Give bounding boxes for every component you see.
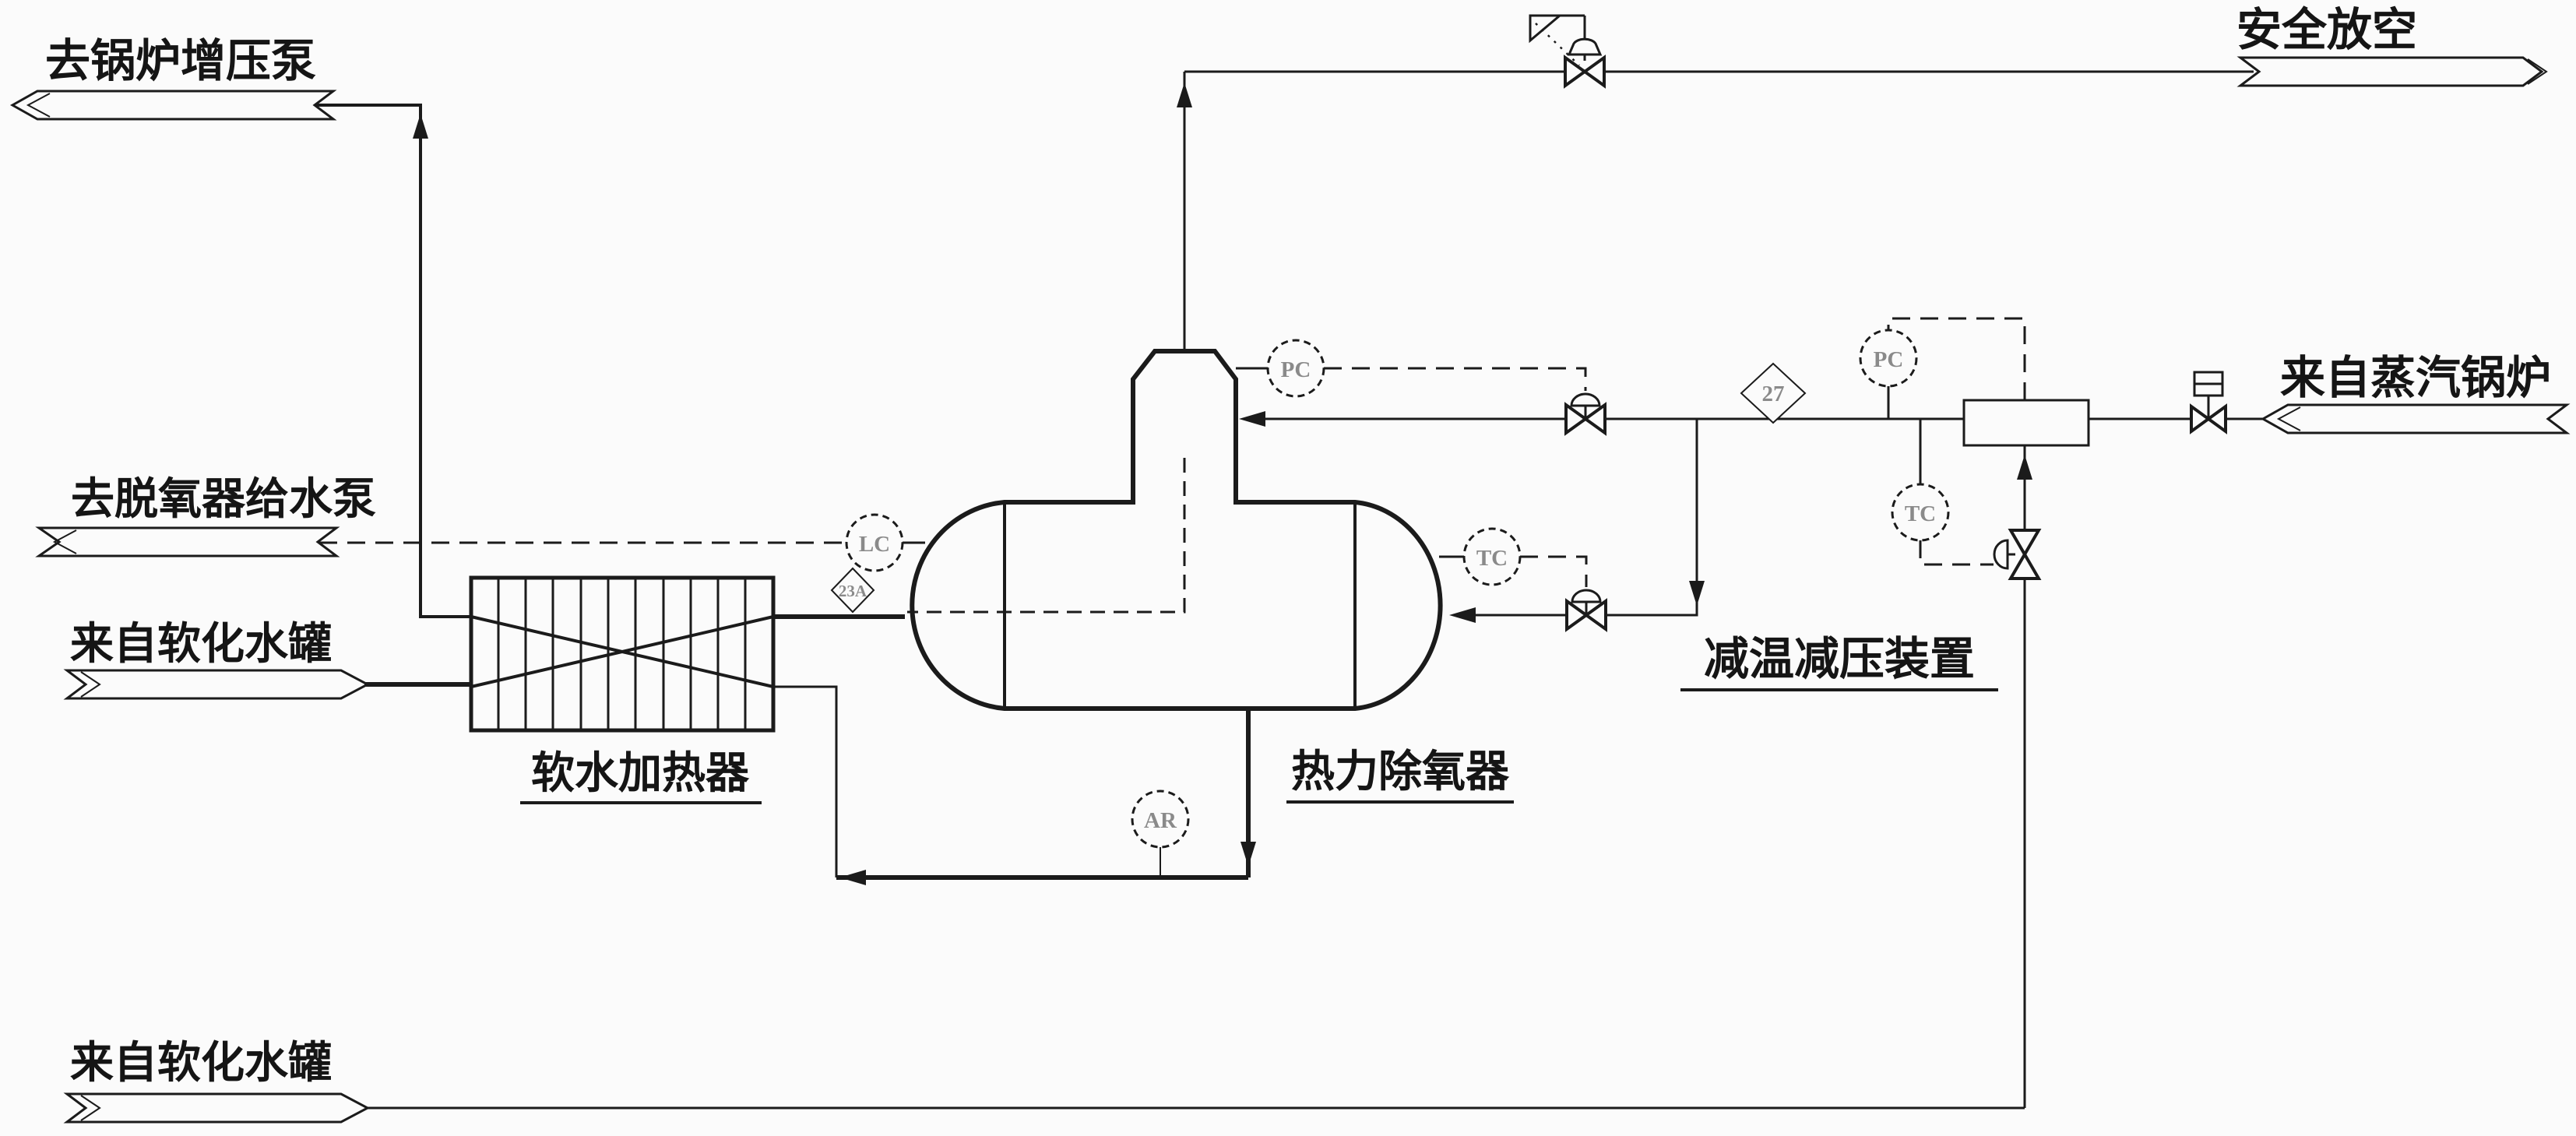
valve-bonnet-icon <box>1567 37 1603 56</box>
instrument-tag: TC <box>1905 501 1936 526</box>
connector-to-boiler-booster-pump: 去锅炉增压泵 <box>9 36 337 121</box>
instrument-bubble <box>1891 483 1950 542</box>
valve-body-left <box>1565 598 1589 632</box>
connector-safety-vent: 安全放空 <box>2236 5 2548 87</box>
arrow-inner-chevron <box>2527 58 2548 85</box>
offpage-arrow-left <box>35 526 340 557</box>
line-tag-text: 23A <box>839 582 867 600</box>
connector-label: 去脱氧器给水泵 <box>71 476 376 524</box>
signal-loop-dashed <box>1887 317 2026 400</box>
connector-label: 来自软化水罐 <box>70 621 332 669</box>
connector-label: 去锅炉增压泵 <box>45 36 316 86</box>
valve-actuator-icon <box>1571 589 1602 603</box>
valve-body-left <box>2190 403 2212 434</box>
spray-control-valve <box>1993 529 2042 580</box>
connector-from-steam-boiler: 来自蒸汽锅炉 <box>2260 353 2571 434</box>
signal-line-dashed <box>1919 540 1994 566</box>
valve-body-left <box>1564 402 1589 436</box>
pipe-to-booster-pump <box>315 104 473 618</box>
flow-arrow-left-icon <box>1239 411 1265 427</box>
diamond-tag-icon <box>1740 362 1807 424</box>
equipment-label: 软水加热器 <box>531 750 750 798</box>
instrument-tag: AR <box>1144 808 1177 833</box>
instrument-tag: TC <box>1476 546 1508 571</box>
instrument-bubble <box>1131 790 1190 849</box>
soft-water-heater: 软水加热器 <box>469 575 776 804</box>
valve-body-right <box>1583 598 1607 632</box>
pipe-vent <box>1177 70 2254 351</box>
connector-label: 来自蒸汽锅炉 <box>2280 353 2551 403</box>
pressure-control-valve <box>1564 392 1606 436</box>
pipe-branch-down <box>1606 419 1698 617</box>
flow-arrow-up-icon <box>413 114 428 139</box>
pipe <box>315 104 473 618</box>
valve-body-bottom <box>2008 551 2042 580</box>
valve-body-right <box>2205 403 2227 434</box>
relief-flag-icon <box>1529 14 1564 44</box>
prds-box <box>1962 399 2090 447</box>
pilot-signal <box>1535 23 1580 66</box>
flow-arrow-down-icon <box>1689 581 1705 606</box>
exchanger-cross-diagonal-2 <box>470 615 774 688</box>
valve-body-left <box>1564 55 1588 89</box>
arrow-inner-chevron <box>80 1095 101 1121</box>
thermal-deaerator: 热力除氧器 <box>907 349 1514 804</box>
diamond-tag-water-line: 23A <box>830 567 875 614</box>
temperature-control-valve <box>1565 589 1607 632</box>
instrument-level-controller: LC <box>845 513 925 572</box>
arrow-inner-chevron <box>52 529 77 554</box>
pipe-spray-water <box>368 445 2032 1110</box>
valve-actuator-icon <box>1993 539 2009 570</box>
relief-valve <box>1529 14 1606 89</box>
instrument-analyzer: AR <box>1131 790 1190 877</box>
valve-body-right <box>1582 55 1606 89</box>
pipe-steam-to-neck <box>1239 411 1566 427</box>
connector-label: 来自软化水罐 <box>70 1039 332 1088</box>
flow-arrow-left-icon <box>839 870 866 885</box>
arrow-inner-chevron <box>80 671 101 698</box>
instrument-steam-pressure-controller: PC <box>1859 329 1918 419</box>
instrument-tag: LC <box>859 532 890 557</box>
instrument-tag: PC <box>1874 347 1904 372</box>
diamond-tag-icon <box>830 567 875 614</box>
arrow-inner-chevron <box>26 93 51 118</box>
pipe-steam-branch <box>1449 419 1705 623</box>
flow-arrow-up-icon <box>2017 455 2032 480</box>
instrument-steam-temp-controller: TC <box>1891 419 1994 566</box>
instrument-deaerator-temp-controller: TC <box>1439 527 1588 587</box>
line-tag-text: 27 <box>1762 382 1785 406</box>
vessel-shell <box>910 349 1443 711</box>
offpage-arrow-right <box>63 669 371 700</box>
flow-arrow-left-icon <box>1449 607 1476 623</box>
connector-to-deaerator-feed-pump: 去脱氧器给水泵 <box>35 476 846 557</box>
vessel-internal-pipe-dashed <box>907 458 1186 614</box>
valve-body-top <box>2008 529 2042 557</box>
equipment-label: 减温减压装置 <box>1704 634 1975 684</box>
connector-from-tank-bottom: 来自软化水罐 <box>63 1039 371 1124</box>
diamond-tag-steam-line: 27 <box>1740 362 1807 424</box>
offpage-arrow-right <box>63 1092 371 1124</box>
signal-line-dashed <box>1520 555 1588 587</box>
desuperheat-pressure-reducer: 减温减压装置 <box>1680 317 2090 691</box>
valve-body-right <box>1582 402 1606 436</box>
instrument-bubble <box>1859 329 1918 388</box>
connector-label: 安全放空 <box>2236 5 2417 55</box>
signal-line-dashed <box>1324 367 1587 391</box>
valve-actuator-icon <box>1570 392 1601 407</box>
offpage-arrow-left <box>2260 403 2571 434</box>
pipe-heater-return <box>773 685 838 877</box>
flow-arrow-up-icon <box>1177 83 1192 107</box>
hand-valve <box>2190 371 2227 434</box>
instrument-tag: PC <box>1281 357 1311 382</box>
pipe-recirculation-loop <box>773 685 1256 885</box>
instrument-deaerator-pressure-controller: PC <box>1236 339 1587 398</box>
equipment-label: 热力除氧器 <box>1291 748 1510 797</box>
flow-arrow-down-icon <box>1240 842 1256 867</box>
arrow-inner-chevron <box>2276 406 2301 431</box>
connector-from-tank-mid: 来自软化水罐 <box>63 621 473 700</box>
offpage-arrow-left <box>9 90 337 121</box>
offpage-arrow-right <box>2236 56 2544 87</box>
exchanger-shell <box>469 575 776 733</box>
